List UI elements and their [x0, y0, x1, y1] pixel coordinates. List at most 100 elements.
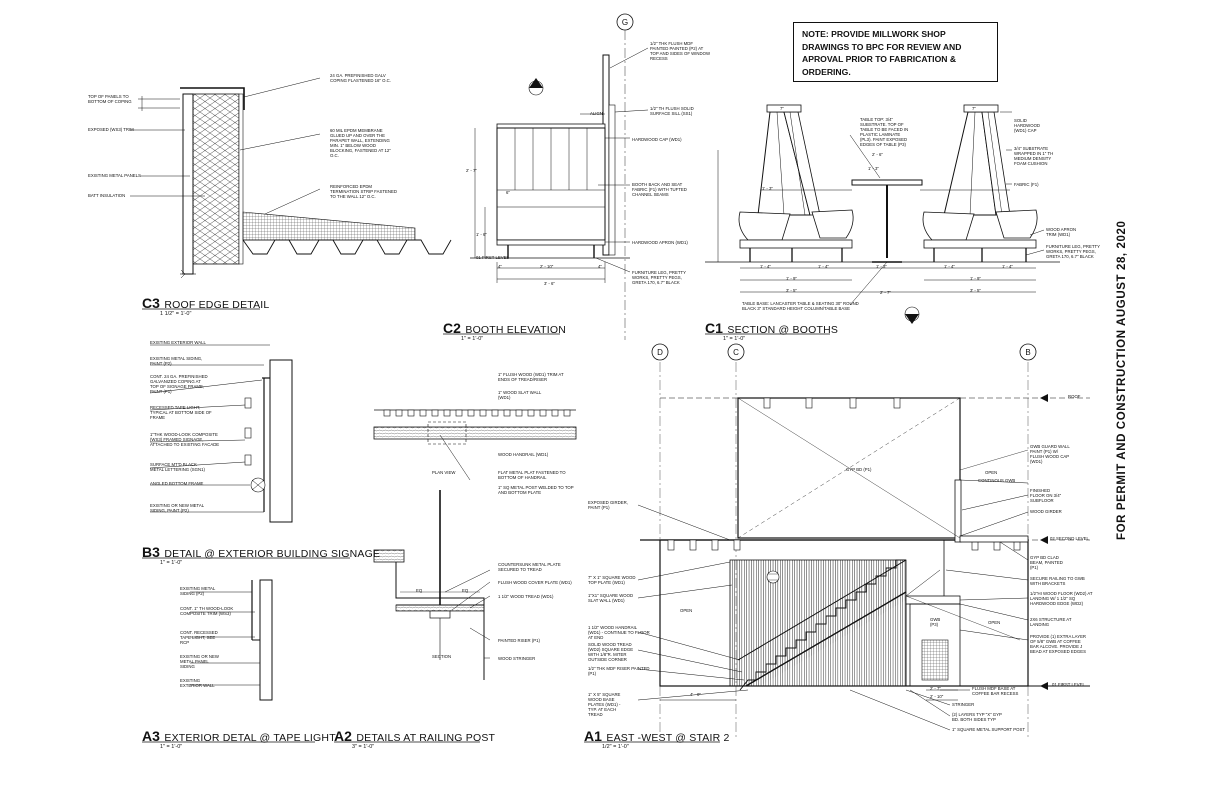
- detail-number: B3: [142, 544, 160, 560]
- callout-label: EXPOSED GIRDER,PAINT (P1): [588, 500, 628, 510]
- millwork-note-box: NOTE: PROVIDE MILLWORK SHOP DRAWINGS TO …: [793, 22, 998, 82]
- room-label: GWB(P3): [930, 617, 941, 627]
- grid-bubble-g: G: [616, 13, 634, 31]
- callout-label: ALIGN: [590, 111, 603, 116]
- callout-label: BATT INSULATION: [88, 193, 126, 198]
- room-label: GYP BD (P1): [846, 467, 872, 472]
- detail-title-c3: C3 ROOF EDGE DETAIL 1 1/2" = 1'-0": [142, 295, 269, 317]
- dimension-label: 2' - 7": [930, 686, 941, 691]
- dimension-label: 1' - 3": [762, 186, 773, 191]
- dimension-label: 1' - 3": [868, 166, 879, 171]
- detail-scale: 1 1/2" = 1'-0": [160, 311, 192, 317]
- detail-scale: 1/2" = 1'-0": [602, 744, 629, 750]
- dimension-label: EQ: [416, 588, 423, 593]
- callout-label: 1" SQUARE METAL SUPPORT POST: [952, 727, 1025, 732]
- callout-label: EXISTING METAL PANELS: [88, 173, 141, 178]
- left-booth: [738, 104, 854, 262]
- detail-scale: 1" = 1'-0": [160, 560, 183, 566]
- detail-scale: 1" = 1'-0": [723, 336, 746, 342]
- dimension-label: EQ: [462, 588, 469, 593]
- note-line: ORDERING.: [802, 66, 851, 77]
- girder-blocks: [667, 397, 1021, 551]
- callout-label: EXPOSED (WS3) TRIM: [88, 127, 134, 132]
- callout-label: EXISTING METAL SIDING,PAINT (P2): [150, 356, 203, 366]
- dimension-label: 4' - 0": [690, 692, 701, 697]
- dimension-label: 3' - 6": [544, 281, 555, 286]
- tape-light-detail-drawing: [190, 579, 273, 701]
- callout-label: HARDWOOD APRON (WD1): [632, 240, 688, 245]
- dimension-label: 2' - 7": [880, 290, 891, 295]
- dimension-label: 1' - 4": [760, 264, 771, 269]
- note-line: APROVAL PRIOR TO FABRICATION &: [802, 54, 957, 64]
- detail-number: C2: [443, 320, 461, 336]
- railing-post-detail-drawing: [373, 409, 577, 680]
- detail-title-a2: A2 DETAILS AT RAILING POST 3" = 1'-0": [334, 728, 495, 750]
- level-label: 01 FIRST LEVEL: [476, 255, 509, 260]
- detail-title-c1: C1 SECTION @ BOOTHS 1" = 1'-0": [705, 320, 838, 342]
- callout-label: 1/2" THK MDF RISER PAINTED(P1): [588, 666, 650, 676]
- dimension-label: 2' - 6": [872, 152, 883, 157]
- callout-label: CONTINOUS GWB: [978, 478, 1016, 483]
- dimension-label: 3' - 5": [970, 288, 981, 293]
- dimension-label: 4": [498, 264, 502, 269]
- booth-elevation-drawing: [470, 30, 649, 340]
- dimension-label: 6": [506, 190, 510, 195]
- grid-bubble-d: D: [651, 343, 669, 361]
- dimension-label: 1' - 3": [876, 264, 887, 269]
- detail-number: A3: [142, 728, 160, 744]
- dimension-label: 1' - 6": [476, 232, 487, 237]
- detail-title-a1: A1 EAST -WEST @ STAIR 2 1/2" = 1'-0": [584, 728, 730, 750]
- detail-number: A1: [584, 728, 602, 744]
- detail-name: EXTERIOR DETAL @ TAPE LIGHT: [164, 732, 336, 744]
- svg-text:G: G: [622, 18, 628, 27]
- callout-label: FLUSH WOOD COVER PLATE (WD1): [498, 580, 572, 585]
- dimension-label: 7": [780, 106, 784, 111]
- level-label: ROOF: [1068, 394, 1081, 399]
- svg-text:D: D: [657, 348, 663, 357]
- stair-section-drawing: [637, 362, 1090, 740]
- detail-title-c2: C2 BOOTH ELEVATION 1" = 1'-0": [443, 320, 566, 342]
- callout-label: FABRIC (F1): [1014, 182, 1039, 187]
- detail-name: BOOTH ELEVATION: [465, 324, 566, 336]
- detail-scale: 3" = 1'-0": [352, 744, 375, 750]
- callout-label: HARDWOOD CAP (WD1): [632, 137, 682, 142]
- detail-name: DETAIL @ EXTERIOR BUILDING SIGNAGE: [164, 548, 381, 560]
- room-label: OPEN: [985, 470, 998, 475]
- detail-scale: 1" = 1'-0": [160, 744, 183, 750]
- callout-label: 1 1/2" WOOD TREAD (WD1): [498, 594, 554, 599]
- detail-number: C1: [705, 320, 723, 336]
- roof-edge-detail-drawing: [130, 77, 452, 279]
- callout-label: 1 1/2" WOOD HANDRAIL(WD1) - CONTINUE TO …: [588, 625, 650, 640]
- detail-scale: 1" = 1'-0": [461, 336, 484, 342]
- callout-label: EXISTING EXTERIOR WALL: [150, 340, 206, 345]
- room-label: OPEN: [680, 608, 693, 613]
- dimension-label: 2' - 10": [540, 264, 554, 269]
- view-label: SECTION: [432, 654, 452, 659]
- detail-number: C3: [142, 295, 160, 311]
- callout-label: STRINGER: [952, 702, 975, 707]
- note-line: NOTE: PROVIDE MILLWORK SHOP: [802, 29, 946, 39]
